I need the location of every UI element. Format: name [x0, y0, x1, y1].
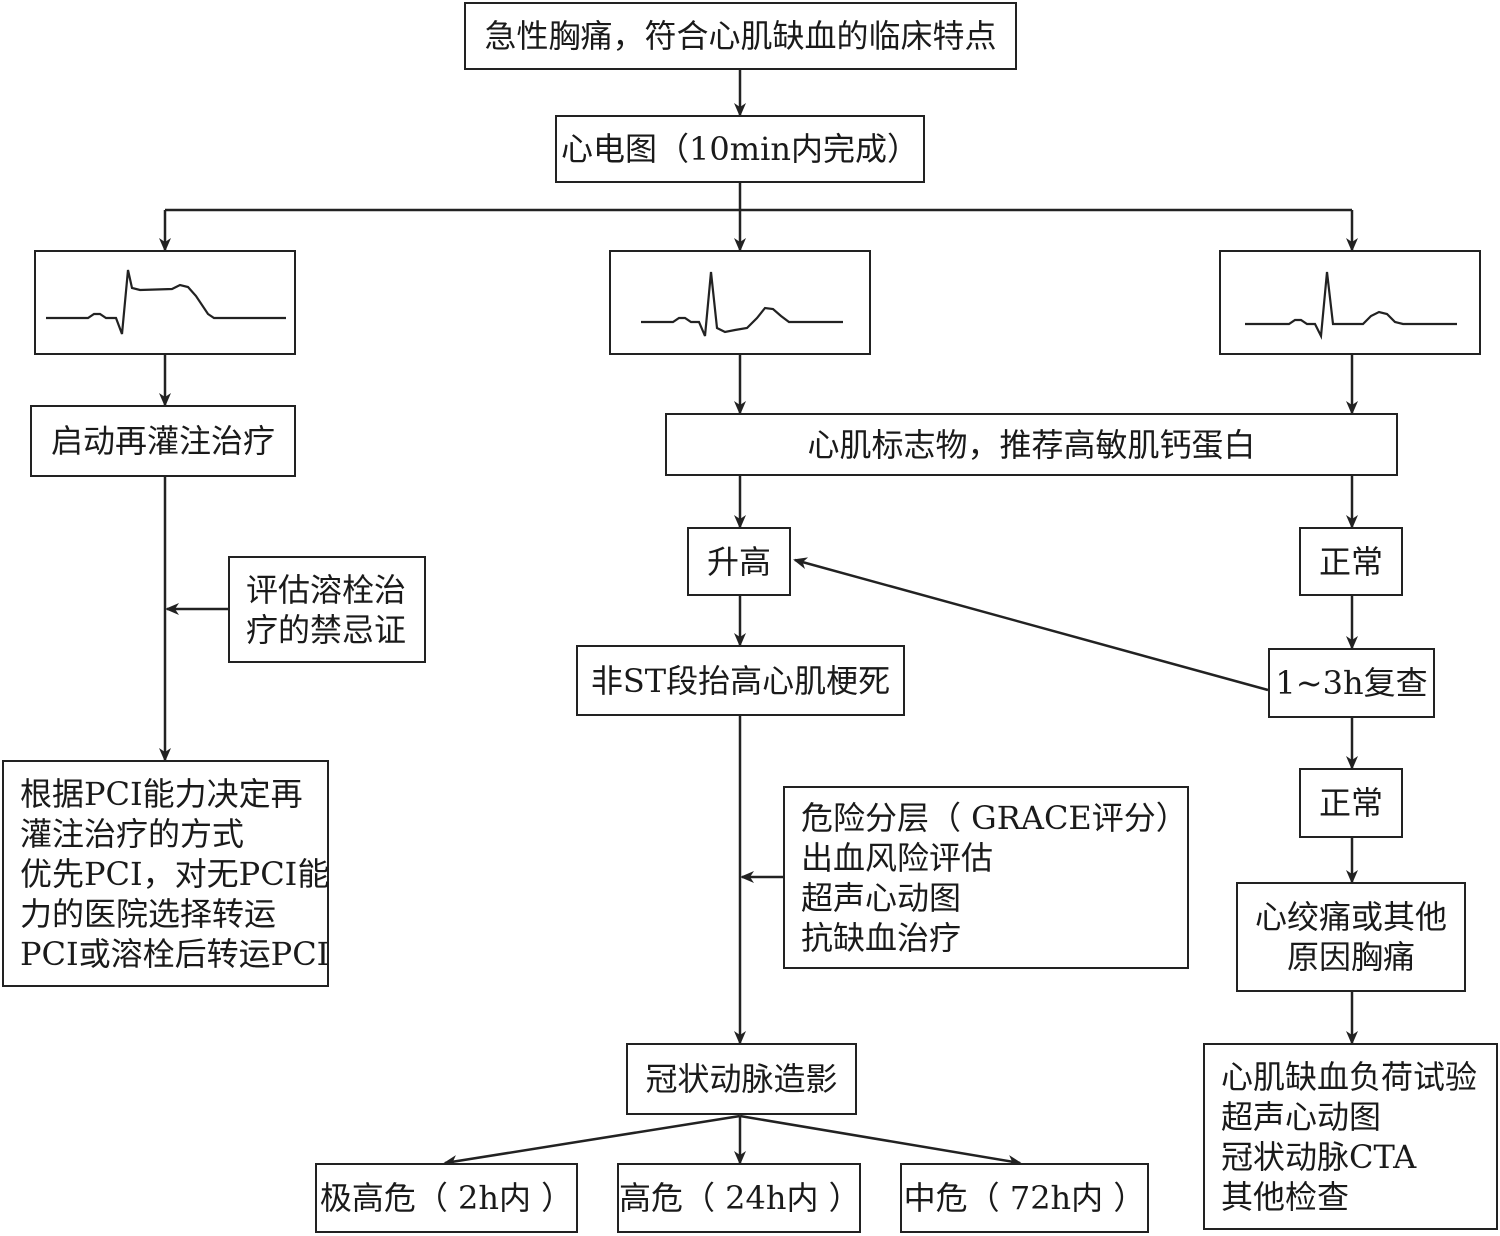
elevated-label: 升高 — [706, 542, 771, 581]
ecg-normal-trace — [1245, 271, 1457, 340]
normal1-label: 正常 — [1318, 542, 1383, 581]
arrow-recheck-to-elevated — [793, 557, 1269, 692]
high-risk-label: 高危（ 24h内 ） — [619, 1179, 861, 1217]
arrow-angio-to-mid — [739, 1114, 1022, 1167]
pci-line-5: PCI或溶栓后转运PCI — [20, 934, 330, 973]
recheck-label: 1~3h复查 — [1275, 664, 1428, 702]
assess-line-2: 疗的禁忌证 — [246, 610, 407, 649]
high-risk-box: 高危（ 24h内 ） — [617, 1163, 861, 1233]
angiography-label: 冠状动脉造影 — [645, 1060, 838, 1098]
risk-line-1: 危险分层（ GRACE评分） — [801, 798, 1188, 837]
pci-decision-box: 根据PCI能力决定再 灌注治疗的方式 优先PCI，对无PCI能 力的医院选择转运… — [2, 760, 329, 987]
pci-line-4: 力的医院选择转运 — [20, 894, 277, 933]
further-tests-box: 心肌缺血负荷试验 超声心动图 冠状动脉CTA 其他检查 — [1203, 1043, 1498, 1230]
chest-pain-box: 急性胸痛，符合心肌缺血的临床特点 — [464, 2, 1017, 70]
markers-box: 心肌标志物，推荐高敏肌钙蛋白 — [665, 413, 1398, 476]
tests-line-4: 其他检查 — [1221, 1177, 1350, 1216]
tests-line-1: 心肌缺血负荷试验 — [1221, 1057, 1478, 1096]
risk-line-3: 超声心动图 — [801, 878, 962, 917]
angina-line-1: 心绞痛或其他 — [1254, 898, 1447, 936]
angina-box: 心绞痛或其他 原因胸痛 — [1236, 882, 1466, 992]
ecg-st-elevation-trace — [46, 269, 286, 335]
nstemi-label: 非ST段抬高心肌梗死 — [590, 661, 891, 700]
chest-pain-label: 急性胸痛，符合心肌缺血的临床特点 — [484, 17, 997, 55]
risk-line-4: 抗缺血治疗 — [801, 918, 962, 957]
reperfusion-box: 启动再灌注治疗 — [30, 405, 296, 477]
normal2-label: 正常 — [1318, 784, 1383, 822]
nstemi-box: 非ST段抬高心肌梗死 — [576, 645, 905, 716]
pci-line-1: 根据PCI能力决定再 — [20, 774, 303, 813]
ecg-st-depression-trace — [641, 271, 843, 337]
ecg-st-elevation-panel — [34, 250, 296, 355]
recheck-box: 1~3h复查 — [1268, 648, 1435, 718]
markers-label: 心肌标志物，推荐高敏肌钙蛋白 — [807, 425, 1256, 464]
assess-thrombolysis-box: 评估溶栓治 疗的禁忌证 — [228, 556, 426, 663]
ecg-normal-panel — [1219, 250, 1481, 355]
angina-line-2: 原因胸痛 — [1286, 938, 1415, 976]
normal1-box: 正常 — [1299, 527, 1403, 596]
risk-box: 危险分层（ GRACE评分） 出血风险评估 超声心动图 抗缺血治疗 — [783, 786, 1189, 969]
assess-line-1: 评估溶栓治 — [246, 570, 407, 609]
mid-risk-label: 中危（ 72h内 ） — [903, 1179, 1146, 1217]
angiography-box: 冠状动脉造影 — [626, 1043, 857, 1115]
very-high-risk-box: 极高危（ 2h内 ） — [315, 1163, 578, 1233]
normal2-box: 正常 — [1299, 768, 1403, 838]
mid-risk-box: 中危（ 72h内 ） — [900, 1163, 1149, 1233]
pci-line-3: 优先PCI，对无PCI能 — [20, 854, 330, 893]
tests-line-3: 冠状动脉CTA — [1221, 1137, 1417, 1176]
tests-line-2: 超声心动图 — [1221, 1097, 1382, 1136]
ecg-st-depression-panel — [609, 250, 871, 355]
ecg-exam-box: 心电图（10min内完成） — [555, 115, 925, 183]
arrow-angio-to-very-high — [443, 1114, 741, 1168]
reperfusion-label: 启动再灌注治疗 — [50, 422, 275, 460]
ecg-exam-label: 心电图（10min内完成） — [561, 130, 919, 168]
very-high-risk-label: 极高危（ 2h内 ） — [319, 1179, 574, 1217]
elevated-box: 升高 — [687, 527, 791, 596]
risk-line-2: 出血风险评估 — [801, 838, 994, 877]
pci-line-2: 灌注治疗的方式 — [20, 814, 245, 853]
